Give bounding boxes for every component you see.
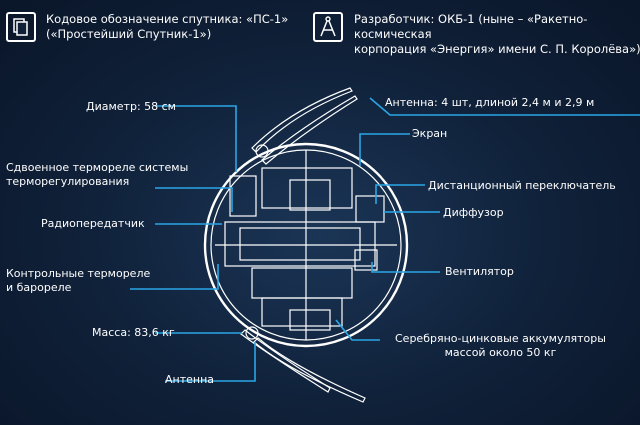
- drafting-compass-icon: [313, 12, 343, 42]
- document-stack-icon: [6, 12, 36, 42]
- dual-thermo-label: Сдвоенное термореле системы терморегулир…: [6, 161, 189, 188]
- control-thermo-label: Контрольные термореле и бароpеле: [6, 267, 151, 294]
- transmitter-label: Радиопередатчик: [41, 217, 145, 230]
- developer-info: Разработчик: ОКБ-1 (ныне – «Ракетно-косм…: [354, 12, 640, 56]
- antenna-bottom-label: Антенна: [165, 373, 215, 386]
- fan-label: Вентилятор: [445, 265, 514, 278]
- satellite-code-name: Кодовое обозначение спутника: «ПС-1» («П…: [46, 12, 289, 41]
- screen-label: Экран: [412, 127, 448, 140]
- batteries-label: Серебряно-цинковые аккумуляторы массой о…: [395, 332, 606, 359]
- remote-switch-label: Дистанционный переключатель: [428, 179, 616, 192]
- diffuser-label: Диффузор: [443, 206, 504, 219]
- antenna-top-label: Антенна: 4 шт, длиной 2,4 м и 2,9 м: [385, 96, 595, 109]
- mass-label: Масса: 83,6 кг: [92, 326, 175, 339]
- diameter-label: Диаметр: 58 см: [86, 100, 176, 113]
